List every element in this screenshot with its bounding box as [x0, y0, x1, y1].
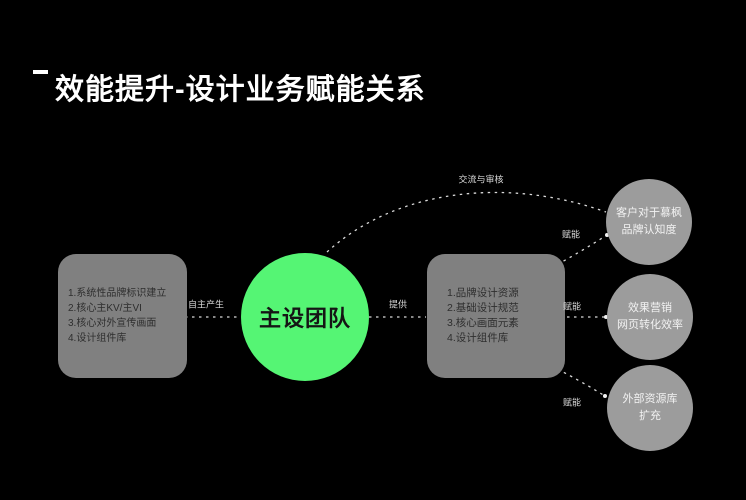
outcome-circle-external-resources: 外部资源库 扩充 [607, 365, 693, 451]
edge-label-empower-bottom: 赋能 [562, 397, 582, 408]
outcome-text-line: 外部资源库 [622, 393, 678, 405]
page-title: 效能提升-设计业务赋能关系 [55, 74, 426, 106]
center-team-node: 主设团队 [241, 253, 369, 381]
outcome-text-line: 扩充 [639, 410, 661, 422]
list-item: 1.系统性品牌标识建立 [68, 288, 167, 299]
edge-label-provide: 提供 [388, 299, 408, 310]
center-team-label: 主设团队 [258, 306, 351, 331]
outcome-text-line: 效果营销 [628, 302, 672, 314]
list-item: 2.核心主KV/主VI [68, 303, 142, 314]
outcome-circle-brand-awareness: 客户对于慕枫 品牌认知度 [606, 179, 692, 265]
edge-label-empower-top: 赋能 [561, 229, 581, 240]
edge-endpoint-dot [603, 394, 607, 398]
outcome-text-line: 网页转化效率 [617, 319, 683, 331]
title-dash [33, 70, 48, 74]
edge-label-review: 交流与审核 [458, 174, 504, 185]
left-deliverables-box: 1.系统性品牌标识建立 2.核心主KV/主VI 3.核心对外宣传画面 4.设计组… [58, 254, 187, 378]
edge-label-empower-middle: 赋能 [562, 301, 582, 312]
edge-review-curve [326, 191, 607, 253]
list-item: 4.设计组件库 [68, 333, 127, 344]
list-item: 4.设计组件库 [447, 332, 509, 344]
right-resources-box: 1.品牌设计资源 2.基础设计规范 3.核心画面元素 4.设计组件库 [427, 254, 565, 378]
outcome-circle-conversion: 效果营销 网页转化效率 [607, 274, 693, 360]
outcome-text-line: 品牌认知度 [621, 224, 677, 236]
list-item: 3.核心对外宣传画面 [68, 318, 157, 329]
outcome-text-line: 客户对于慕枫 [616, 207, 682, 219]
edge-label-self-produce: 自主产生 [187, 299, 225, 310]
list-item: 1.品牌设计资源 [447, 287, 519, 299]
list-item: 2.基础设计规范 [447, 302, 519, 314]
list-item: 3.核心画面元素 [447, 317, 519, 329]
